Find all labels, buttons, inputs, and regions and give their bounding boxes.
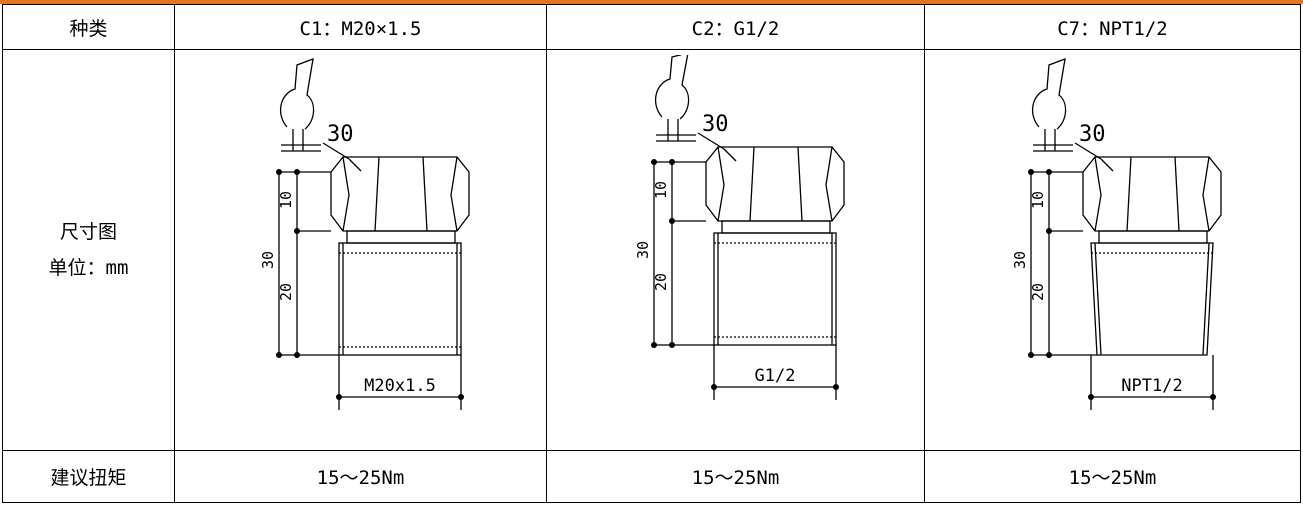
- drawing-cell-c2: 30 30 10 20 G1/2: [546, 49, 925, 451]
- wrench-icon: [1031, 57, 1066, 130]
- thread-height-label: 20: [652, 273, 670, 291]
- wrench-icon: [279, 57, 314, 130]
- total-height-label: 30: [634, 241, 652, 259]
- thread-height-label: 20: [277, 283, 295, 301]
- wrench-dim-label: 30: [1079, 122, 1106, 147]
- torque-label: 建议扭矩: [2, 450, 175, 503]
- type-c1-header: C1：M20×1.5: [174, 4, 547, 50]
- torque-value-c7: 15～25Nm: [924, 450, 1301, 503]
- fitting-drawing-c7: 30 30 10 20 NPT1/2: [1011, 57, 1222, 410]
- thread-label-c1: M20x1.5: [364, 376, 436, 396]
- hex-height-label: 10: [652, 181, 670, 199]
- hex-height-label: 10: [277, 191, 295, 209]
- torque-value-c1: 15～25Nm: [174, 450, 547, 503]
- header-row: 种类 C1：M20×1.5 C2：G1/2 C7：NPT1/2: [2, 4, 1301, 50]
- total-height-label: 30: [259, 251, 277, 269]
- thread-label-c2: G1/2: [754, 366, 795, 386]
- kind-label: 种类: [2, 4, 175, 50]
- drawing-cell-c1: 30 30 10 20 M20x1.5: [174, 49, 547, 451]
- dimension-label-cell: 尺寸图 单位：mm: [2, 49, 175, 451]
- wrench-icon: [654, 55, 689, 120]
- hex-height-label: 10: [1029, 191, 1047, 209]
- spec-table: 种类 C1：M20×1.5 C2：G1/2 C7：NPT1/2 尺寸图 单位：m…: [2, 4, 1301, 503]
- orange-accent-bar: [0, 0, 1303, 4]
- fitting-drawing-c2: 30 30 10 20 G1/2: [634, 55, 845, 400]
- torque-value-c2: 15～25Nm: [546, 450, 925, 503]
- wrench-dim-label: 30: [327, 122, 354, 147]
- type-c2-header: C2：G1/2: [546, 4, 925, 50]
- torque-row: 建议扭矩 15～25Nm 15～25Nm 15～25Nm: [2, 450, 1301, 503]
- drawing-cell-c7: 30 30 10 20 NPT1/2: [924, 49, 1301, 451]
- thread-label-c7: NPT1/2: [1121, 376, 1182, 396]
- fitting-drawing-c1: 30 30 10 20 M20x1.5: [259, 57, 470, 410]
- type-c7-header: C7：NPT1/2: [924, 4, 1301, 50]
- drawing-row: 尺寸图 单位：mm: [2, 49, 1301, 451]
- thread-height-label: 20: [1029, 283, 1047, 301]
- total-height-label: 30: [1011, 251, 1029, 269]
- dimension-drawing-label: 尺寸图: [59, 221, 117, 243]
- unit-label: 单位：mm: [48, 257, 129, 279]
- wrench-dim-label: 30: [702, 112, 729, 137]
